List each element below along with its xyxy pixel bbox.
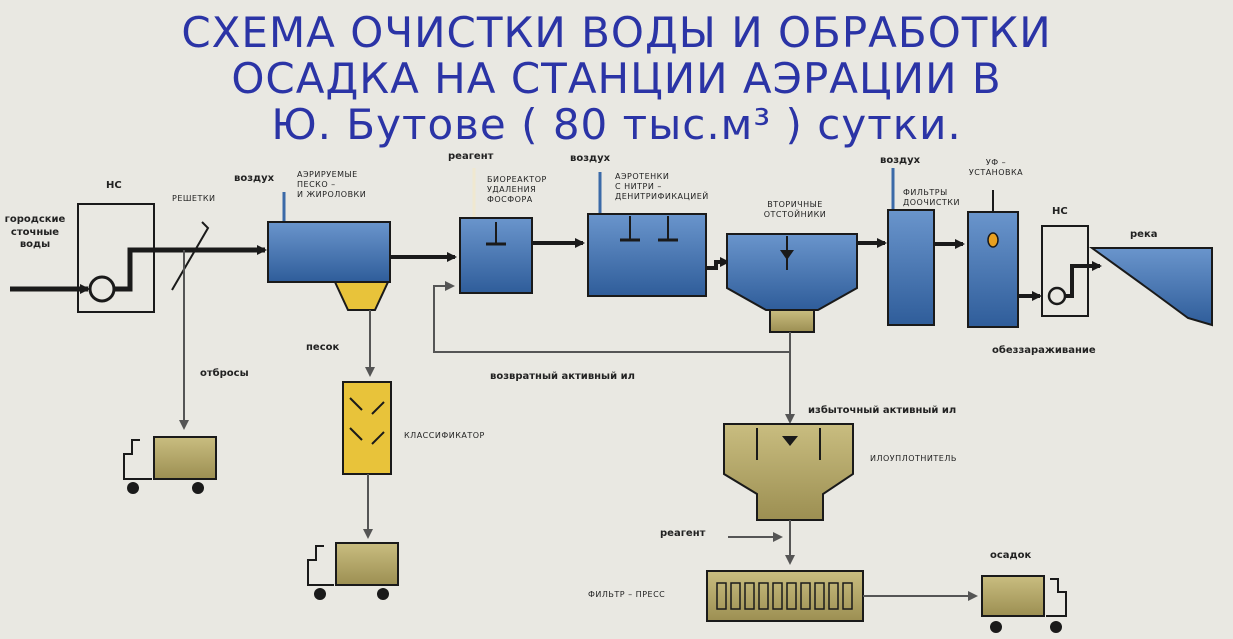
label-aerotank-2: С НИТРИ –	[615, 182, 662, 191]
label-sediment: осадок	[990, 550, 1032, 561]
label-reagent-2: реагент	[660, 528, 706, 539]
label-reagent-1: реагент	[448, 151, 494, 162]
label-air-2: воздух	[570, 153, 611, 164]
label-bioreactor-1: БИОРЕАКТОР	[487, 175, 547, 184]
pump-station-2	[1041, 225, 1102, 317]
label-secondary-2: ОТСТОЙНИКИ	[763, 210, 827, 219]
diagram-title-line1: СХЕМА ОЧИСТКИ ВОДЫ И ОБРАБОТКИ	[181, 8, 1052, 57]
label-sand-trap-1: АЭРИРУЕМЫЕ	[297, 170, 358, 179]
label-aerotank-1: АЭРОТЕНКИ	[615, 172, 670, 181]
waste-truck	[123, 436, 217, 494]
sludge-thickener	[723, 423, 854, 565]
label-sand-trap-2: ПЕСКО –	[297, 180, 336, 189]
secondary-clarifier	[433, 233, 887, 424]
label-filters-1: ФИЛЬТРЫ	[903, 188, 948, 197]
bioreactor	[459, 168, 585, 294]
diagram-title-line2: ОСАДКА НА СТАНЦИИ АЭРАЦИИ В	[231, 54, 1002, 103]
label-thickener: ИЛОУПЛОТНИТЕЛЬ	[870, 454, 957, 463]
label-aerotank: АЭРОТЕНКИ С НИТРИ – ДЕНИТРИФИКАЦИЕЙ	[615, 172, 709, 202]
label-excess-sludge: избыточный активный ил	[808, 405, 957, 416]
label-city-wastewater: городские сточные воды	[0, 214, 70, 252]
label-filters: ФИЛЬТРЫ ДООЧИСТКИ	[903, 188, 960, 208]
label-sand-trap: АЭРИРУЕМЫЕ ПЕСКО – И ЖИРОЛОВКИ	[297, 170, 366, 200]
label-aerotank-3: ДЕНИТРИФИКАЦИЕЙ	[615, 192, 709, 201]
polishing-filters	[887, 168, 965, 326]
label-uv-2: УСТАНОВКА	[968, 168, 1024, 177]
label-sand: песок	[306, 342, 340, 353]
label-disinfection: обеззараживание	[992, 345, 1096, 356]
river	[1088, 247, 1213, 327]
label-bioreactor-3: ФОСФОРА	[487, 195, 533, 204]
label-city-wastewater-1: городские	[4, 214, 66, 225]
label-screens: РЕШЕТКИ	[172, 194, 216, 203]
diagram-title-line3: Ю. Бутове ( 80 тыс.м³ ) сутки.	[271, 100, 962, 149]
label-river: река	[1130, 229, 1158, 240]
label-secondary-1: ВТОРИЧНЫЕ	[767, 200, 823, 209]
classifier	[342, 381, 392, 539]
label-bioreactor: БИОРЕАКТОР УДАЛЕНИЯ ФОСФОРА	[487, 175, 547, 205]
sand-grease-trap	[267, 192, 457, 377]
label-secondary-clarifier: ВТОРИЧНЫЕ ОТСТОЙНИКИ	[750, 200, 840, 220]
label-return-sludge: возвратный активный ил	[490, 371, 635, 382]
label-uv-unit: УФ – УСТАНОВКА	[966, 158, 1026, 178]
label-air-3: воздух	[880, 155, 921, 166]
label-uv-1: УФ –	[985, 158, 1007, 167]
label-sand-trap-3: И ЖИРОЛОВКИ	[297, 190, 367, 199]
label-pump-station-1: НС	[106, 180, 122, 191]
label-city-wastewater-3: воды	[19, 239, 51, 250]
sediment-truck	[981, 575, 1067, 633]
label-filter-press: ФИЛЬТР – ПРЕСС	[588, 590, 666, 599]
label-pump-station-2: НС	[1052, 206, 1068, 217]
label-waste: отбросы	[200, 368, 249, 379]
label-filters-2: ДООЧИСТКИ	[903, 198, 960, 207]
label-air-1: воздух	[234, 173, 275, 184]
filter-press	[706, 570, 978, 622]
pump-station-1	[77, 203, 175, 313]
label-classifier: КЛАССИФИКАТОР	[404, 431, 485, 440]
aerotank	[587, 172, 730, 297]
uv-unit	[967, 190, 1042, 328]
sand-truck	[307, 542, 399, 600]
screens	[171, 221, 267, 430]
label-city-wastewater-2: сточные	[10, 226, 60, 238]
label-bioreactor-2: УДАЛЕНИЯ	[487, 185, 537, 194]
